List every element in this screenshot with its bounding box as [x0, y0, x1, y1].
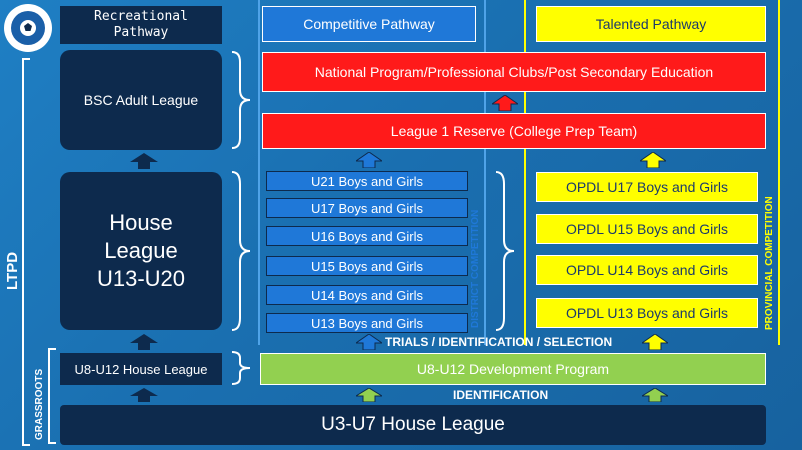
competitive-pathway-header: Competitive Pathway — [262, 6, 476, 42]
talented-right-line — [778, 0, 780, 345]
ltpd-label: LTPD — [4, 251, 21, 290]
provincial-competition-label: PROVINCIAL COMPETITION — [764, 196, 775, 330]
brace-u8-house — [231, 351, 251, 385]
club-logo — [2, 2, 54, 54]
district-competition-label: DISTRICT COMPETITION — [470, 209, 481, 328]
trials-label: TRIALS / IDENTIFICATION / SELECTION — [385, 335, 613, 349]
u3-u7-house-league: U3-U7 House League — [60, 405, 766, 445]
grassroots-bracket — [48, 348, 56, 444]
arrow-up-ident-green-2 — [640, 387, 670, 403]
talented-group-3: OPDL U13 Boys and Girls — [536, 298, 758, 328]
competitive-group-0: U21 Boys and Girls — [266, 171, 468, 191]
brace-house-league — [231, 171, 251, 331]
identification-label: IDENTIFICATION — [453, 388, 549, 402]
talented-group-2: OPDL U14 Boys and Girls — [536, 255, 758, 285]
arrow-up-trials-blue — [354, 333, 384, 351]
talented-group-1: OPDL U15 Boys and Girls — [536, 214, 758, 244]
grassroots-label: GRASSROOTS — [34, 368, 45, 440]
ltpd-bracket — [22, 58, 30, 446]
house-league-u13-u20: House League U13-U20 — [60, 172, 222, 330]
u8-u12-house-league: U8-U12 House League — [60, 353, 222, 385]
competitive-group-4: U14 Boys and Girls — [266, 285, 468, 305]
development-program-box: U8-U12 Development Program — [260, 353, 766, 385]
talented-group-0: OPDL U17 Boys and Girls — [536, 172, 758, 202]
arrow-up-house-league — [130, 334, 158, 350]
competitive-right-line — [484, 0, 486, 345]
league1-reserve-box: League 1 Reserve (College Prep Team) — [262, 113, 766, 149]
national-program-box: National Program/Professional Clubs/Post… — [262, 52, 766, 92]
arrow-up-trials-yellow — [640, 333, 670, 351]
bsc-adult-league: BSC Adult League — [60, 50, 222, 150]
competitive-group-2: U16 Boys and Girls — [266, 226, 468, 246]
brace-adult — [231, 51, 251, 149]
arrow-up-red — [490, 94, 520, 112]
brace-district — [495, 171, 515, 331]
talented-pathway-header: Talented Pathway — [536, 6, 766, 42]
competitive-group-1: U17 Boys and Girls — [266, 198, 468, 218]
competitive-group-3: U15 Boys and Girls — [266, 256, 468, 276]
arrow-up-talented — [638, 151, 668, 169]
recreational-pathway-header: Recreational Pathway — [60, 6, 222, 44]
arrow-up-adult — [130, 153, 158, 169]
competitive-group-5: U13 Boys and Girls — [266, 313, 468, 333]
arrow-up-u8-house — [130, 388, 158, 402]
talented-left-line — [524, 0, 526, 345]
arrow-up-ident-green-1 — [354, 387, 384, 403]
arrow-up-competitive — [354, 151, 384, 169]
competitive-left-line — [258, 0, 260, 345]
